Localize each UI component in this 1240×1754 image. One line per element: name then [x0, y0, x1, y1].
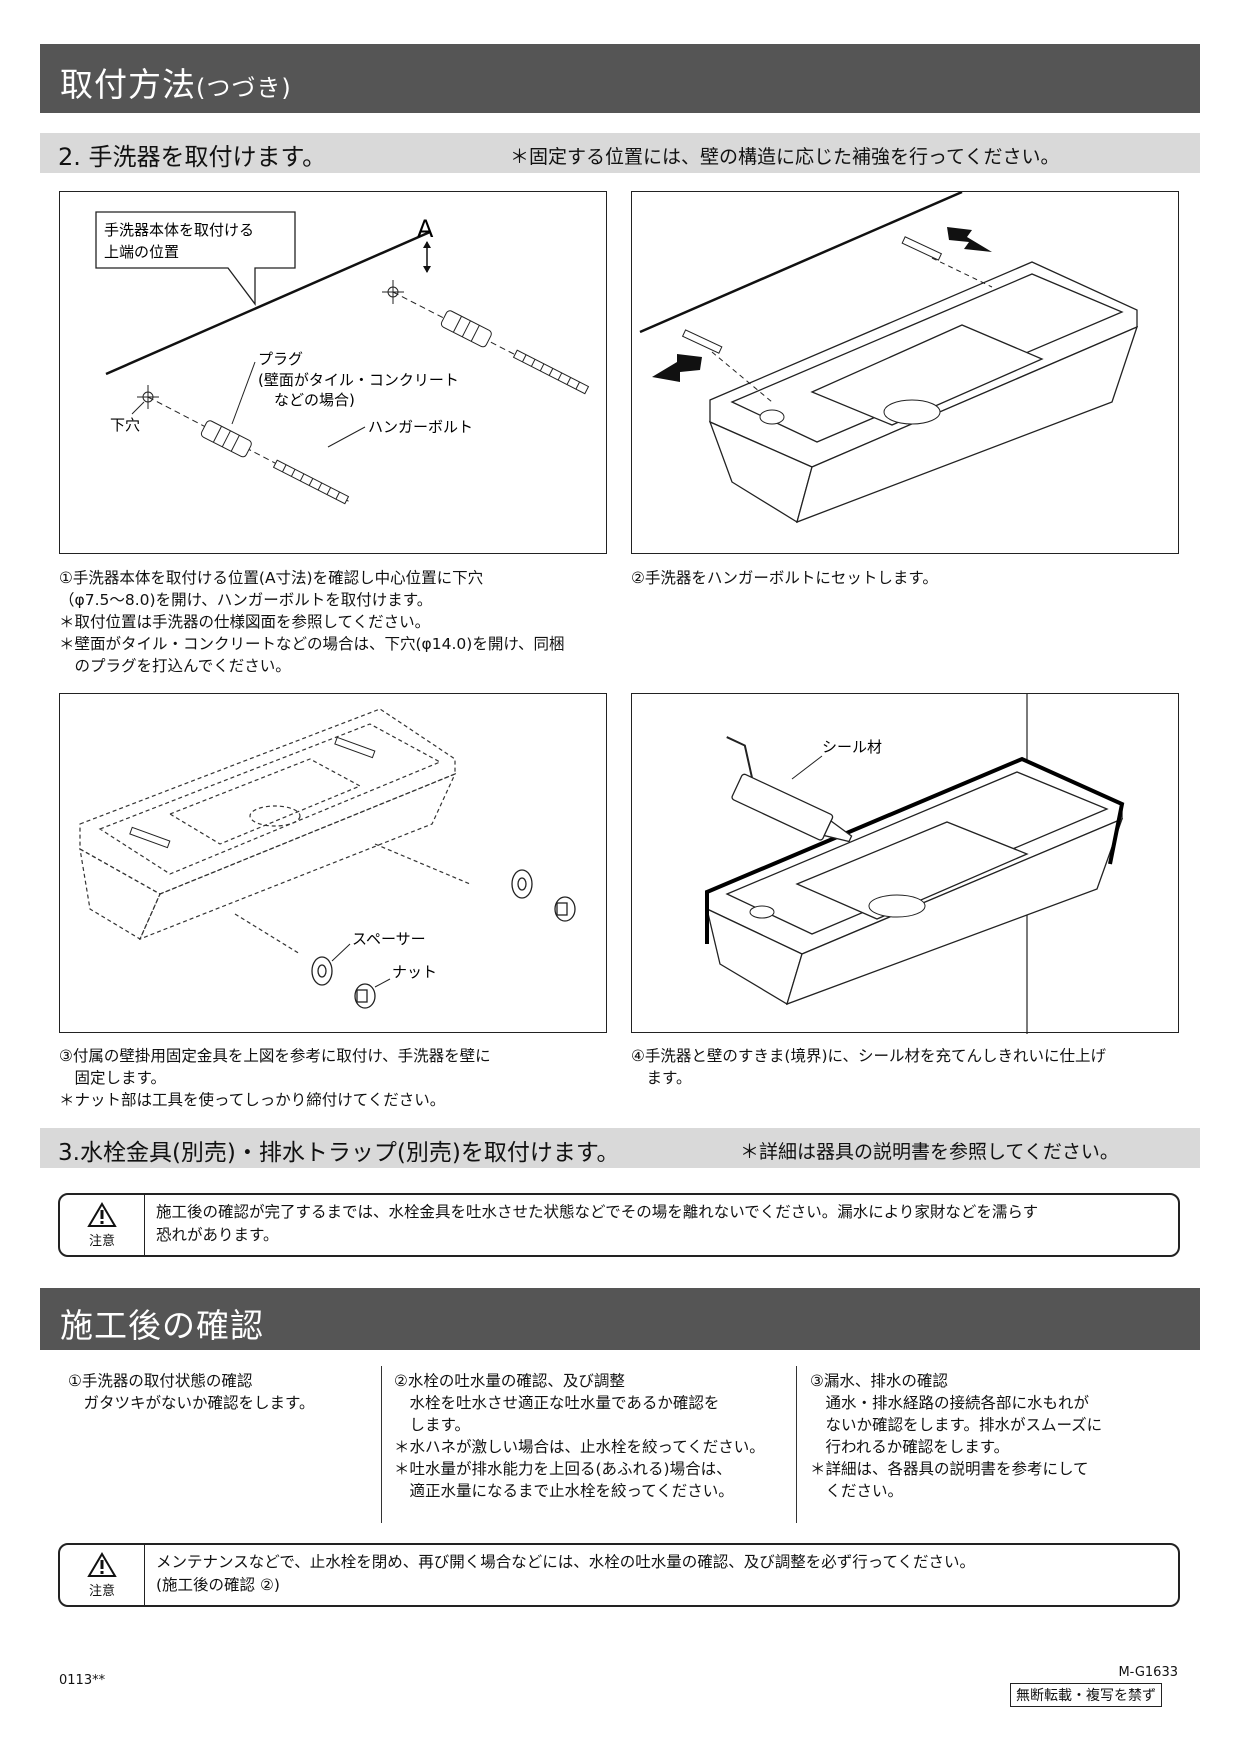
seal-label: シール材 [822, 738, 882, 756]
caption-3-line: 固定します。 [59, 1069, 166, 1087]
figure-2 [631, 190, 1179, 554]
figure-1-drawing: 手洗器本体を取付ける 上端の位置 A プラグ ( [95, 211, 590, 505]
check-col3-line: ください。 [810, 1482, 904, 1500]
check-column-3: ③漏水、排水の確認 通水・排水経路の接続各部に水もれが ないか確認をします。排水… [810, 1370, 1200, 1502]
footer-code-right: M-G1633 [1118, 1665, 1178, 1680]
callout-line-1: 手洗器本体を取付ける [104, 221, 254, 239]
caption-1: ①手洗器本体を取付ける位置(A寸法)を確認し中心位置に下穴 （φ7.5～8.0)… [59, 567, 619, 677]
check-col1-line: ガタツキがないか確認をします。 [68, 1394, 315, 1412]
hole-label: 下穴 [110, 416, 140, 434]
check-col3-line: 行われるか確認をします。 [810, 1438, 1010, 1456]
step3-heading-band: 3.水栓金具(別売)・排水トラップ(別売)を取付けます。 ＊詳細は器具の説明書を… [40, 1128, 1200, 1168]
section-header: 取付方法(つづき) [40, 44, 1200, 113]
warning-line: (施工後の確認 ②) [156, 1576, 280, 1594]
warning-text: メンテナンスなどで、止水栓を閉め、再び開く場合などには、水栓の吐水量の確認、及び… [156, 1551, 1164, 1597]
check-col1-line: ①手洗器の取付状態の確認 [68, 1372, 253, 1390]
warning-line: メンテナンスなどで、止水栓を閉め、再び開く場合などには、水栓の吐水量の確認、及び… [156, 1553, 976, 1571]
caption-2-line: ②手洗器をハンガーボルトにセットします。 [631, 569, 938, 587]
check-col2-line: 適正水量になるまで止水栓を絞ってください。 [394, 1482, 734, 1500]
warning-triangle-icon [87, 1551, 117, 1577]
caption-3: ③付属の壁掛用固定金具を上図を参考に取付け、手洗器を壁に 固定します。 ＊ナット… [59, 1045, 619, 1111]
figure-4-drawing: シール材 [705, 694, 1125, 1034]
warning-icon-cell: 注意 [60, 1195, 145, 1255]
figure-2-drawing [639, 190, 1139, 524]
figure-3: スペーサー ナット [59, 693, 607, 1033]
bolt-label: ハンガーボルト [368, 418, 473, 436]
warning-label: 注意 [88, 1583, 115, 1599]
caption-4-line: ④手洗器と壁のすきま(境界)に、シール材を充てんしきれいに仕上げ [631, 1047, 1107, 1065]
warning-line: 恐れがあります。 [156, 1226, 279, 1244]
caption-3-line: ③付属の壁掛用固定金具を上図を参考に取付け、手洗器を壁に [59, 1047, 491, 1065]
caption-4-line: ます。 [631, 1069, 692, 1087]
step2-heading: 2. 手洗器を取付けます。 [58, 143, 327, 171]
check-col2-line: 水栓を吐水させ適正な吐水量であるか確認を [394, 1394, 720, 1412]
check-col3-line: ＊詳細は、各器具の説明書を参考にして [810, 1460, 1089, 1478]
step2-heading-band: 2. 手洗器を取付けます。 ＊固定する位置には、壁の構造に応じた補強を行ってくだ… [40, 133, 1200, 173]
warning-icon-cell: 注意 [60, 1545, 145, 1605]
spacer-label: スペーサー [352, 930, 426, 948]
copyright-notice: 無断転載・複写を禁ず [1010, 1683, 1162, 1707]
figure-1: 手洗器本体を取付ける 上端の位置 A プラグ ( [59, 191, 607, 554]
step2-note: ＊固定する位置には、壁の構造に応じた補強を行ってください。 [510, 146, 1060, 168]
figure-4: シール材 [631, 693, 1179, 1034]
step3-heading: 3.水栓金具(別売)・排水トラップ(別売)を取付けます。 [58, 1140, 620, 1166]
column-divider [796, 1366, 797, 1523]
column-divider [381, 1366, 382, 1523]
caption-1-line: ＊取付位置は手洗器の仕様図面を参照してください。 [59, 613, 431, 631]
caption-1-line: ＊壁面がタイル・コンクリートなどの場合は、下穴(φ14.0)を開け、同梱 [59, 635, 565, 653]
plug-note-1: (壁面がタイル・コンクリート [258, 371, 459, 389]
callout-line-2: 上端の位置 [104, 243, 179, 261]
caption-1-line: のプラグを打込んでください。 [59, 657, 291, 675]
warning-triangle-icon [87, 1201, 117, 1227]
warning-text: 施工後の確認が完了するまでは、水栓金具を吐水させた状態などでその場を離れないでく… [156, 1201, 1164, 1247]
check-col3-line: ③漏水、排水の確認 [810, 1372, 948, 1390]
warning-box-2: 注意 メンテナンスなどで、止水栓を閉め、再び開く場合などには、水栓の吐水量の確認… [58, 1543, 1180, 1607]
caption-2: ②手洗器をハンガーボルトにセットします。 [631, 567, 1191, 589]
check-title: 施工後の確認 [60, 1306, 264, 1345]
warning-box-1: 注意 施工後の確認が完了するまでは、水栓金具を吐水させた状態などでその場を離れな… [58, 1193, 1180, 1257]
caption-1-line: （φ7.5～8.0)を開け、ハンガーボルトを取付けます。 [59, 591, 433, 609]
caption-3-line: ＊ナット部は工具を使ってしっかり締付けてください。 [59, 1091, 446, 1109]
plug-note-2: などの場合) [274, 391, 355, 409]
dimension-a-label: A [417, 215, 434, 243]
figure-3-drawing: スペーサー ナット [79, 708, 576, 1009]
check-header: 施工後の確認 [40, 1288, 1200, 1350]
section-title-suffix: (つづき) [196, 74, 292, 102]
check-col3-line: ないか確認をします。排水がスムーズに [810, 1416, 1103, 1434]
caption-1-line: ①手洗器本体を取付ける位置(A寸法)を確認し中心位置に下穴 [59, 569, 484, 587]
step3-note: ＊詳細は器具の説明書を参照してください。 [740, 1141, 1119, 1163]
nut-label: ナット [392, 963, 437, 981]
check-col2-line: ＊吐水量が排水能力を上回る(あふれる)場合は、 [394, 1460, 732, 1478]
section-title: 取付方法 [60, 65, 196, 104]
check-col3-line: 通水・排水経路の接続各部に水もれが [810, 1394, 1090, 1412]
check-col2-line: ②水栓の吐水量の確認、及び調整 [394, 1372, 625, 1390]
check-column-1: ①手洗器の取付状態の確認 ガタツキがないか確認をします。 [68, 1370, 368, 1414]
footer-code-left: 0113** [59, 1673, 106, 1688]
warning-line: 施工後の確認が完了するまでは、水栓金具を吐水させた状態などでその場を離れないでく… [156, 1203, 1039, 1221]
caption-4: ④手洗器と壁のすきま(境界)に、シール材を充てんしきれいに仕上げ ます。 [631, 1045, 1191, 1089]
warning-label: 注意 [88, 1233, 115, 1249]
check-col2-line: ＊水ハネが激しい場合は、止水栓を絞ってください。 [394, 1438, 765, 1456]
check-col2-line: します。 [394, 1416, 470, 1434]
check-column-2: ②水栓の吐水量の確認、及び調整 水栓を吐水させ適正な吐水量であるか確認を します… [394, 1370, 794, 1502]
plug-label: プラグ [258, 350, 303, 368]
